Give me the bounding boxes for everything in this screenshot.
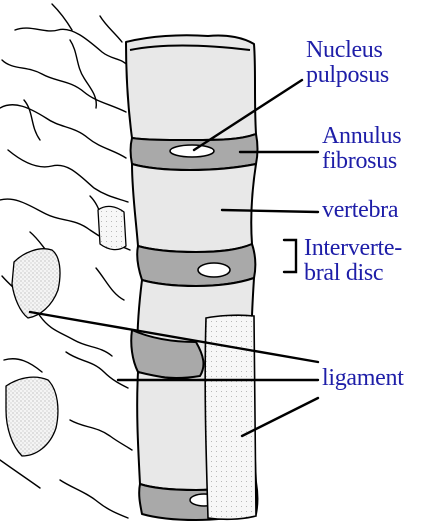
label-annulus-line-1: Annulus <box>322 124 401 149</box>
posterior-ligament-patch-1 <box>12 249 60 318</box>
label-disc-line-1: Interverte- <box>304 236 402 261</box>
label-vertebra: vertebra <box>322 198 398 223</box>
label-ligament: ligament <box>322 366 404 391</box>
vertebra-body-1 <box>126 35 256 140</box>
label-nucleus-pulposus: Nucleus pulposus <box>306 38 389 88</box>
nucleus-pulposus-lower <box>198 263 230 277</box>
label-annulus-line-2: fibrosus <box>322 149 401 174</box>
label-intervertebral-disc: Interverte- bral disc <box>304 236 402 286</box>
posterior-ligament-patch-3 <box>98 206 126 249</box>
process-outline-15 <box>0 460 40 488</box>
process-outline-16 <box>60 480 128 518</box>
posterior-ligaments <box>6 206 126 456</box>
label-annulus-fibrosus: Annulus fibrosus <box>322 124 401 174</box>
label-nucleus-line-2: pulposus <box>306 63 389 88</box>
process-outline-12 <box>4 359 42 372</box>
process-outline-17 <box>100 16 122 42</box>
process-outline-18 <box>52 4 72 30</box>
bracket-disc <box>284 240 296 272</box>
label-nucleus-line-1: Nucleus <box>306 38 389 63</box>
process-outline-14 <box>70 420 132 450</box>
label-disc-line-2: bral disc <box>304 261 402 286</box>
process-outline-3 <box>0 105 126 158</box>
posterior-ligament-patch-2 <box>6 377 58 456</box>
process-outline-2 <box>2 60 126 112</box>
process-outline-4 <box>8 150 128 202</box>
process-outline-11 <box>96 268 124 300</box>
process-outline-13 <box>66 352 128 388</box>
process-outline-1 <box>15 28 128 66</box>
vertebra-body-2 <box>132 164 256 252</box>
process-outline-6 <box>24 100 40 140</box>
nucleus-pulposus-upper <box>170 145 214 157</box>
